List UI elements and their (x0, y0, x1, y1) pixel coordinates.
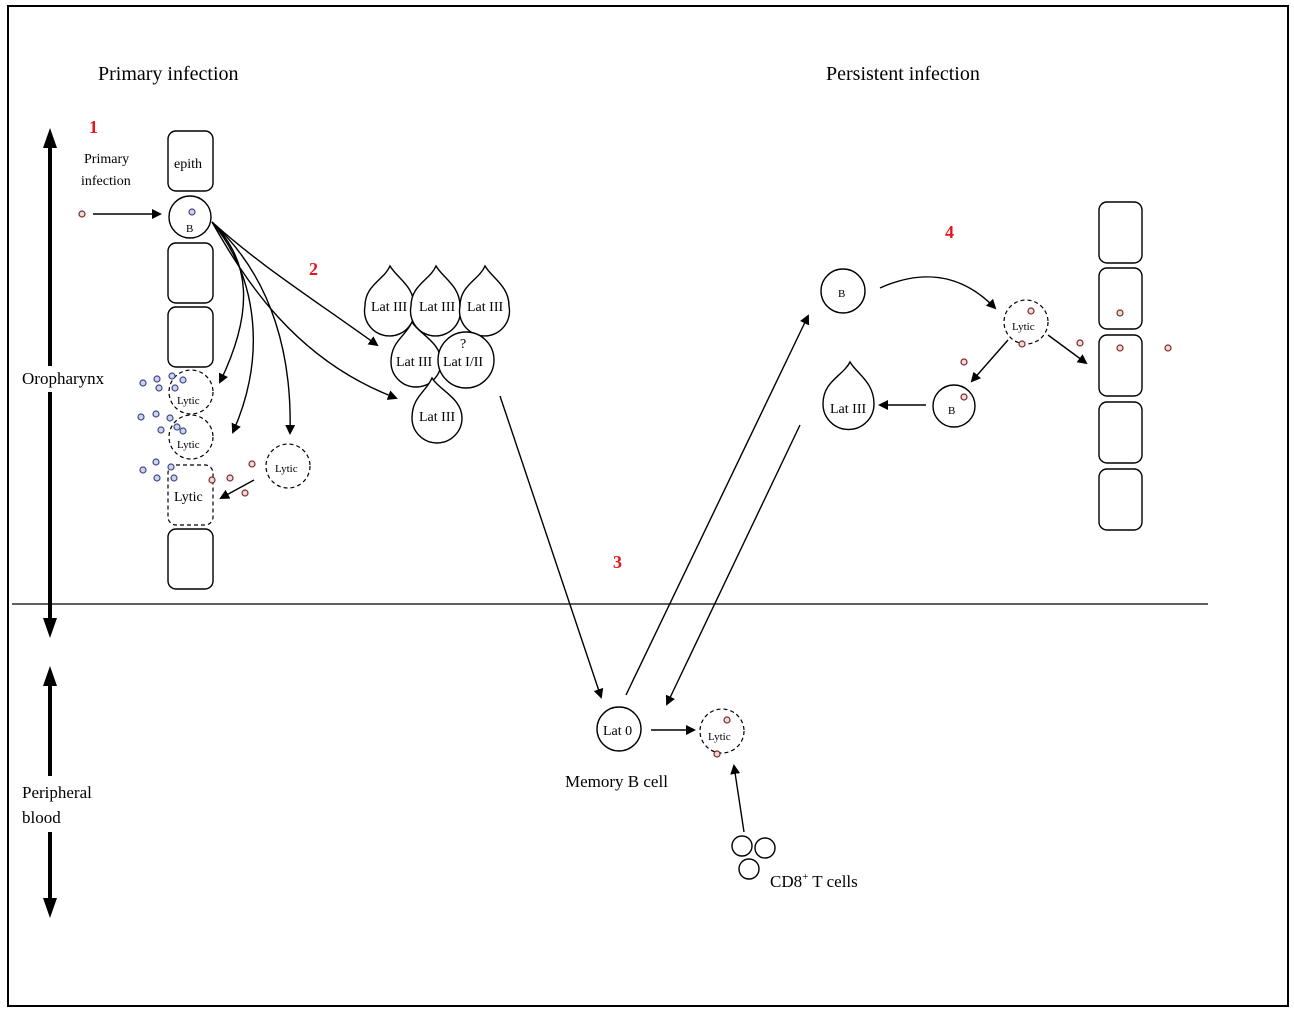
label-lat12: Lat I/II (443, 355, 483, 370)
virion (961, 394, 967, 400)
label-b: B (948, 405, 955, 417)
label-b: B (838, 288, 845, 300)
header-primary: Primary infection (98, 63, 239, 85)
label-lytic: Lytic (1012, 321, 1035, 333)
epithelial-cell (1099, 469, 1142, 530)
epithelial-cell (168, 243, 213, 303)
cd8-t-cells (732, 836, 775, 879)
label-lat3: Lat III (830, 402, 866, 417)
label-infection: infection (81, 174, 131, 189)
arrow-lytic-to-b (972, 340, 1008, 381)
arrow-b-to-lytic (880, 277, 995, 308)
lytic-cell (169, 415, 213, 459)
label-blood: blood (22, 808, 61, 827)
epithelial-cell (1099, 335, 1142, 396)
label-lytic: Lytic (275, 463, 298, 475)
epithelial-cell (1099, 268, 1142, 329)
virion (724, 717, 730, 723)
arrow-lytic-to-epithelium (221, 480, 254, 498)
label-lat0: Lat 0 (603, 724, 632, 739)
virion (1019, 341, 1025, 347)
virion (1165, 345, 1171, 351)
virion (714, 751, 720, 757)
virion (249, 461, 255, 467)
label-memory-b-cell: Memory B cell (565, 772, 668, 791)
label-primary: Primary (84, 152, 129, 167)
epithelial-cell (1099, 402, 1142, 463)
step-3: 3 (613, 552, 622, 572)
virion (1117, 310, 1123, 316)
label-epith: epith (174, 157, 202, 172)
virion (1028, 308, 1034, 314)
arrow-memory-b-to-oropharynx (626, 316, 808, 695)
label-lytic: Lytic (177, 395, 200, 407)
virion (1117, 345, 1123, 351)
label-lytic: Lytic (708, 731, 731, 743)
step-4: 4 (945, 222, 954, 242)
label-lat3: Lat III (419, 300, 455, 315)
label-cd8-t-cells: CD8+ T cells (770, 871, 858, 891)
label-oropharynx: Oropharynx (22, 369, 105, 388)
arrow-cd8-to-lytic (734, 766, 744, 832)
label-peripheral: Peripheral (22, 783, 92, 802)
label-b: B (186, 223, 193, 235)
epithelial-cell (1099, 202, 1142, 263)
lytic-cell (169, 370, 213, 414)
virion (189, 209, 195, 215)
header-persistent: Persistent infection (826, 63, 980, 85)
arrow-lytic-to-epithelium (1048, 335, 1086, 363)
label-question: ? (460, 337, 466, 352)
virion (209, 477, 215, 483)
epithelial-cell (168, 307, 213, 367)
label-lytic: Lytic (177, 439, 200, 451)
lat3-b-cell (823, 362, 874, 430)
epithelial-cell (168, 529, 213, 589)
virion (1077, 340, 1083, 346)
arrows-b-cell-fanout (212, 222, 396, 433)
label-lat3: Lat III (467, 300, 503, 315)
arrow-to-memory-b (500, 396, 601, 697)
virion (227, 475, 233, 481)
label-lat3: Lat III (419, 410, 455, 425)
label-lat3: Lat III (371, 300, 407, 315)
label-lat3: Lat III (396, 355, 432, 370)
virion (961, 359, 967, 365)
virion (79, 211, 85, 217)
virion (242, 490, 248, 496)
label-lytic: Lytic (174, 490, 203, 505)
arrow-oropharynx-to-memory-b (667, 425, 800, 704)
step-2: 2 (309, 259, 318, 279)
step-1: 1 (89, 117, 98, 137)
